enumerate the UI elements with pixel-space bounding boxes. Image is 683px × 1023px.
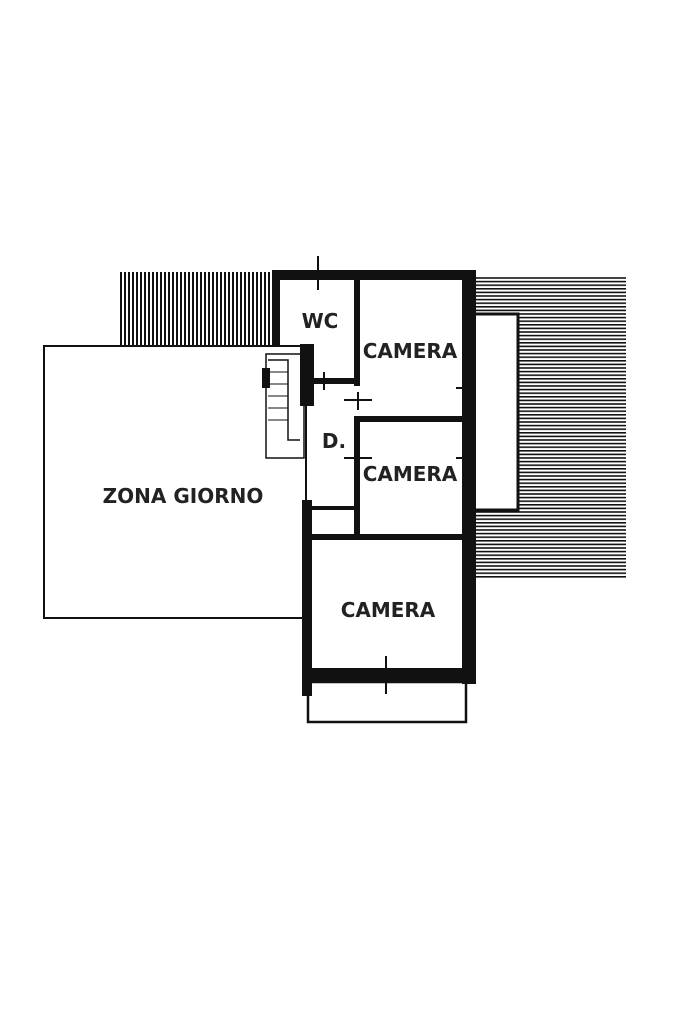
zona-giorno-area: [43, 345, 307, 619]
terrace-inner-recess: [472, 312, 520, 512]
label-disimpegno: D.: [322, 429, 346, 453]
terrace-hatch-top: [120, 272, 276, 346]
balcony-bottom: [306, 680, 468, 724]
door-marks: [317, 256, 472, 694]
label-wc: WC: [302, 309, 339, 333]
staircase: [262, 353, 305, 459]
interior-walls: [312, 280, 464, 540]
label-zona-giorno: ZONA GIORNO: [103, 484, 264, 508]
label-camera-2: CAMERA: [363, 462, 458, 486]
label-camera-1: CAMERA: [363, 339, 458, 363]
outer-walls: [272, 270, 476, 696]
label-camera-3: CAMERA: [341, 598, 436, 622]
